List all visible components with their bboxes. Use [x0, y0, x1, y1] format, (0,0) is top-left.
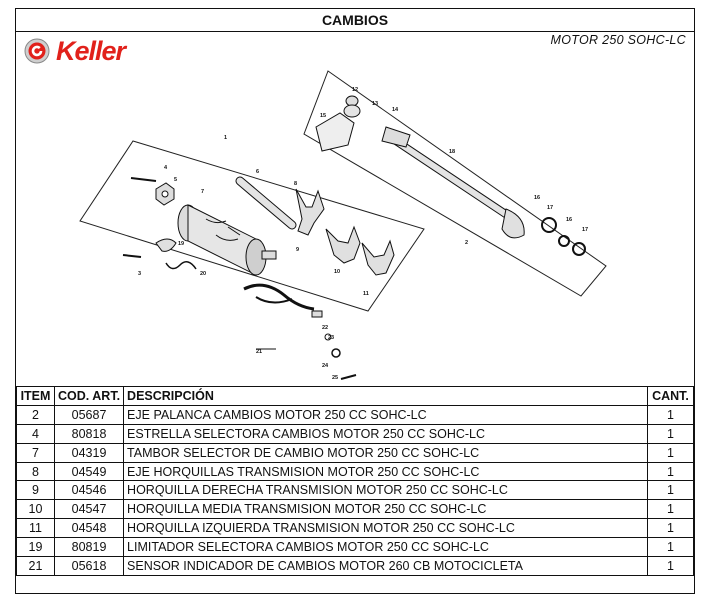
table-row: 19 80819 LIMITADOR SELECTORA CAMBIOS MOT…: [16, 537, 694, 558]
description-cell: HORQUILLA DERECHA TRANSMISION MOTOR 250 …: [123, 480, 648, 501]
table-row: 8 04549 EJE HORQUILLAS TRANSMISION MOTOR…: [16, 461, 694, 482]
qty-cell: 1: [647, 461, 694, 482]
item-cell: 19: [16, 537, 55, 558]
description-cell: HORQUILLA IZQUIERDA TRANSMISION MOTOR 25…: [123, 518, 648, 539]
callout: 20: [200, 271, 206, 277]
qty-cell: 1: [647, 442, 694, 463]
table-row: 4 80818 ESTRELLA SELECTORA CAMBIOS MOTOR…: [16, 423, 694, 444]
keller-emblem-icon: [24, 38, 50, 64]
table-row: 10 04547 HORQUILLA MEDIA TRANSMISION MOT…: [16, 499, 694, 520]
gear-sensor: [243, 283, 323, 318]
callout: 6: [256, 169, 259, 175]
model-label: MOTOR 250 SOHC-LC: [550, 33, 686, 47]
callout: 9: [296, 247, 299, 253]
callout: 16: [566, 217, 572, 223]
table-row: 7 04319 TAMBOR SELECTOR DE CAMBIO MOTOR …: [16, 442, 694, 463]
group-1-outline: [79, 140, 425, 312]
qty-cell: 1: [647, 556, 694, 576]
callout: 1: [224, 135, 227, 141]
table-header-row: ITEM COD. ART. DESCRIPCIÓN CANT.: [16, 386, 694, 406]
group-2-outline: [303, 70, 607, 297]
code-cell: 04549: [53, 461, 125, 482]
item-cell: 4: [16, 423, 55, 444]
code-cell: 04547: [53, 499, 125, 520]
brand-logo: Keller: [24, 35, 126, 67]
item-cell: 9: [16, 480, 55, 501]
parts-sheet: CAMBIOS Keller MOTOR 250 SOHC-LC: [15, 8, 695, 594]
callout: 24: [322, 363, 329, 369]
callout-labels: 1 2 3 4 5 6 7 8 9 10 11 12 13 14 15 16 1…: [138, 87, 588, 381]
description-cell: EJE PALANCA CAMBIOS MOTOR 250 CC SOHC-LC: [123, 404, 648, 425]
col-item-header: ITEM: [16, 386, 55, 406]
fork-shaft: [235, 176, 297, 230]
callout: 3: [138, 271, 141, 277]
col-description-header: DESCRIPCIÓN: [123, 386, 648, 406]
callout: 19: [178, 241, 184, 247]
item-cell: 11: [16, 518, 55, 539]
callout: 15: [320, 113, 326, 119]
item-cell: 10: [16, 499, 55, 520]
qty-cell: 1: [647, 518, 694, 539]
qty-cell: 1: [647, 480, 694, 501]
selector-drum: [177, 204, 277, 276]
description-cell: ESTRELLA SELECTORA CAMBIOS MOTOR 250 CC …: [123, 423, 648, 444]
code-cell: 04319: [53, 442, 125, 463]
qty-cell: 1: [647, 537, 694, 558]
code-cell: 04548: [53, 518, 125, 539]
col-code-header: COD. ART.: [53, 386, 125, 406]
callout: 13: [372, 101, 378, 107]
callout: 11: [363, 291, 369, 297]
callout: 17: [582, 227, 588, 233]
item-cell: 7: [16, 442, 55, 463]
description-cell: LIMITADOR SELECTORA CAMBIOS MOTOR 250 CC…: [123, 537, 648, 558]
shift-fork-left: [361, 239, 395, 276]
table-row: 9 04546 HORQUILLA DERECHA TRANSMISION MO…: [16, 480, 694, 501]
shift-guide-plate: [315, 112, 355, 152]
col-qty-header: CANT.: [647, 386, 694, 406]
brand-name: Keller: [56, 35, 126, 66]
code-cell: 05687: [53, 404, 125, 425]
callout: 16: [534, 195, 540, 201]
qty-cell: 1: [647, 404, 694, 425]
callout: 18: [449, 149, 455, 155]
callout: 12: [352, 87, 358, 93]
selector-star: [155, 182, 175, 206]
table-row: 2 05687 EJE PALANCA CAMBIOS MOTOR 250 CC…: [16, 404, 694, 425]
description-cell: HORQUILLA MEDIA TRANSMISION MOTOR 250 CC…: [123, 499, 648, 520]
exploded-diagram: 1 2 3 4 5 6 7 8 9 10 11 12 13 14 15 16 1…: [79, 70, 607, 381]
callout: 23: [328, 335, 334, 341]
description-cell: SENSOR INDICADOR DE CAMBIOS MOTOR 260 CB…: [123, 556, 648, 576]
item-cell: 21: [16, 556, 55, 576]
callout: 22: [322, 325, 328, 331]
callout: 14: [392, 107, 399, 113]
callout: 17: [547, 205, 553, 211]
table-row: 21 05618 SENSOR INDICADOR DE CAMBIOS MOT…: [16, 556, 694, 576]
callout: 8: [294, 181, 297, 187]
item-cell: 8: [16, 461, 55, 482]
callout: 10: [334, 269, 340, 275]
table-row: 11 04548 HORQUILLA IZQUIERDA TRANSMISION…: [16, 518, 694, 539]
item-cell: 2: [16, 404, 55, 425]
callout: 2: [465, 240, 468, 246]
shift-lever-shaft: [381, 126, 525, 239]
shift-fork-middle: [325, 225, 361, 264]
parts-table: ITEM COD. ART. DESCRIPCIÓN CANT. 2 05687…: [16, 386, 694, 576]
qty-cell: 1: [647, 499, 694, 520]
shift-fork-right: [295, 188, 325, 236]
code-cell: 04546: [53, 480, 125, 501]
page-title: CAMBIOS: [16, 9, 694, 32]
code-cell: 05618: [53, 556, 125, 576]
callout: 5: [174, 177, 177, 183]
callout: 7: [201, 189, 204, 195]
description-cell: TAMBOR SELECTOR DE CAMBIO MOTOR 250 CC S…: [123, 442, 648, 463]
code-cell: 80818: [53, 423, 125, 444]
description-cell: EJE HORQUILLAS TRANSMISION MOTOR 250 CC …: [123, 461, 648, 482]
qty-cell: 1: [647, 423, 694, 444]
code-cell: 80819: [53, 537, 125, 558]
callout: 4: [164, 165, 168, 171]
callout: 21: [256, 349, 262, 355]
callout: 25: [332, 375, 338, 381]
